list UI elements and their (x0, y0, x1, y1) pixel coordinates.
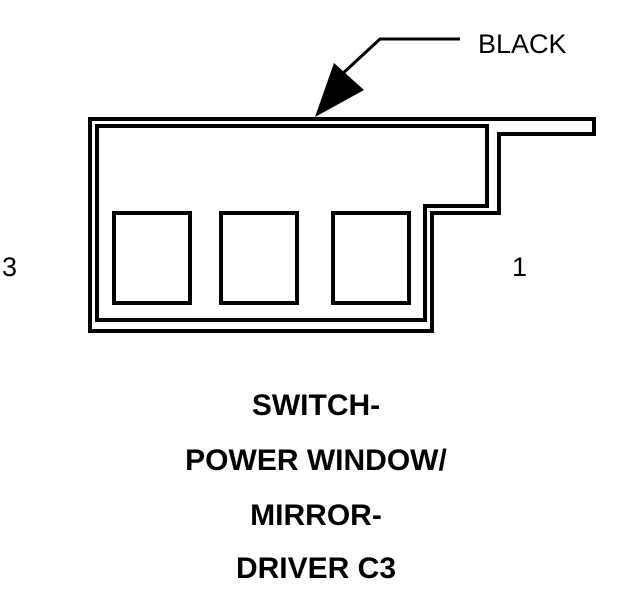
pin-label-right: 1 (512, 252, 527, 282)
leader-line (338, 37, 460, 78)
connector-title-line-3: MIRROR- (250, 499, 382, 532)
pin-cavity-3 (112, 211, 192, 305)
pin-cavity-2 (219, 211, 299, 305)
connector-title: SWITCH- POWER WINDOW/ MIRROR- DRIVER C3 (185, 389, 447, 585)
connector-title-line-1: SWITCH- (252, 389, 380, 422)
arrow-head-icon (315, 63, 364, 117)
pin-label-left: 3 (2, 252, 17, 282)
connector-housing-outer (88, 117, 596, 333)
pin-cavity-1 (331, 211, 411, 305)
connector-housing-inner (95, 124, 489, 322)
connector-title-line-4: DRIVER C3 (236, 552, 396, 585)
pin-cavities (112, 211, 411, 305)
connector-title-line-2: POWER WINDOW/ (185, 444, 447, 477)
color-leader-arrow (315, 37, 460, 117)
connector-color-label: BLACK (478, 29, 567, 59)
